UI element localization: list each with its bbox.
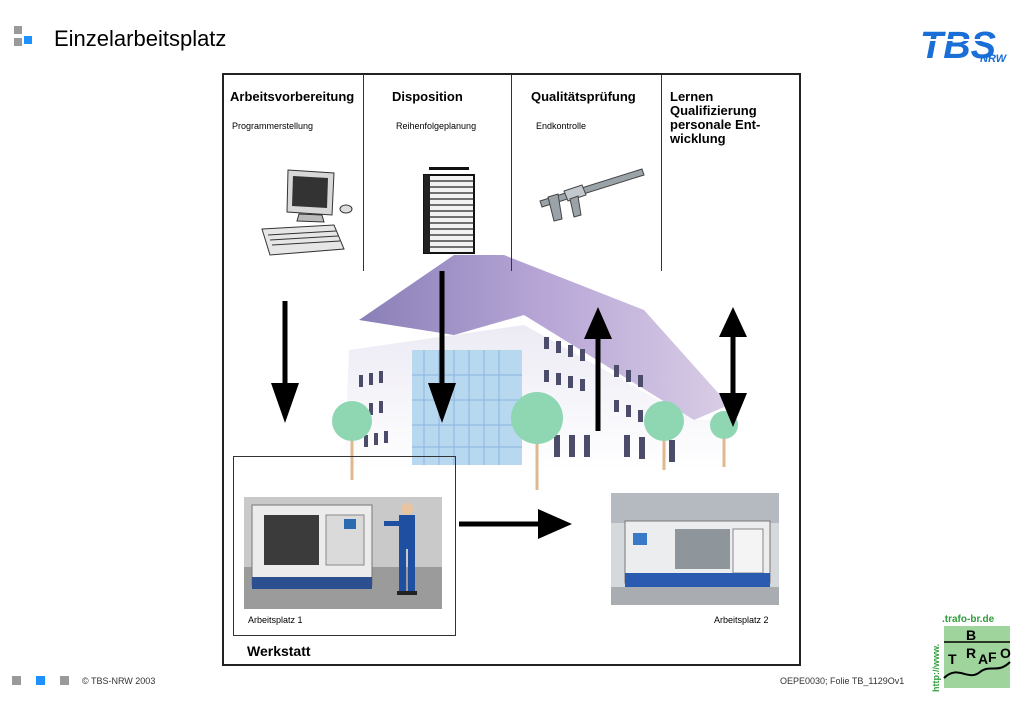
svg-text:F: F [988,649,997,665]
flow-arrows [271,271,747,539]
trafo-br-logo: .trafo-br.de http://www. B T R A F O [931,614,1011,692]
trafo-domain-text: .trafo-br.de [942,614,995,625]
trafo-url-text: http://www. [931,644,941,692]
caliper-icon [539,168,645,222]
tbs-logo-sub: NRW [980,53,1008,65]
tbs-logo-text: TBS [920,25,996,67]
column-title-qualitaetspruefung: Qualitätsprüfung [531,89,636,104]
workplace-2-caption: Arbeitsplatz 2 [714,615,769,625]
computer-icon [261,169,353,256]
tree-icon [332,392,738,490]
tbs-nrw-logo: TBS NRW [920,25,1008,67]
footer-square-icon [12,676,21,685]
cnc-machine-image [611,493,779,605]
document-binder-icon [423,167,475,254]
workplace-diagram: Arbeitsvorbereitung Programmerstellung D… [222,73,801,666]
svg-text:T: T [948,651,957,667]
footer-square-icon [36,676,45,685]
lathe-machine-image [244,497,442,609]
svg-text:A: A [978,651,988,667]
column-subtitle-programmerstellung: Programmerstellung [232,121,314,131]
column-subtitle-endkontrolle: Endkontrolle [536,121,587,131]
footer-square-icon [60,676,69,685]
title-bullet-icon [14,26,40,48]
workplace-1-caption: Arbeitsplatz 1 [248,615,303,625]
slide-reference: OEPE0030; Folie TB_1129Ov1 [780,676,905,686]
column-subtitle-reihenfolgeplanung: Reihenfolgeplanung [396,121,477,131]
column-title-disposition: Disposition [392,89,463,104]
werkstatt-label: Werkstatt [247,643,311,659]
workshop-area [233,456,456,636]
column-title-arbeitsvorbereitung: Arbeitsvorbereitung [230,89,355,104]
column-title-lernen: Lernen Qualifizierung personale Ent- wic… [670,89,761,146]
svg-text:R: R [966,645,976,661]
copyright-text: © TBS-NRW 2003 [82,676,156,686]
page-title: Einzelarbeitsplatz [54,26,227,51]
svg-text:B: B [966,627,976,643]
svg-text:O: O [1000,645,1011,661]
